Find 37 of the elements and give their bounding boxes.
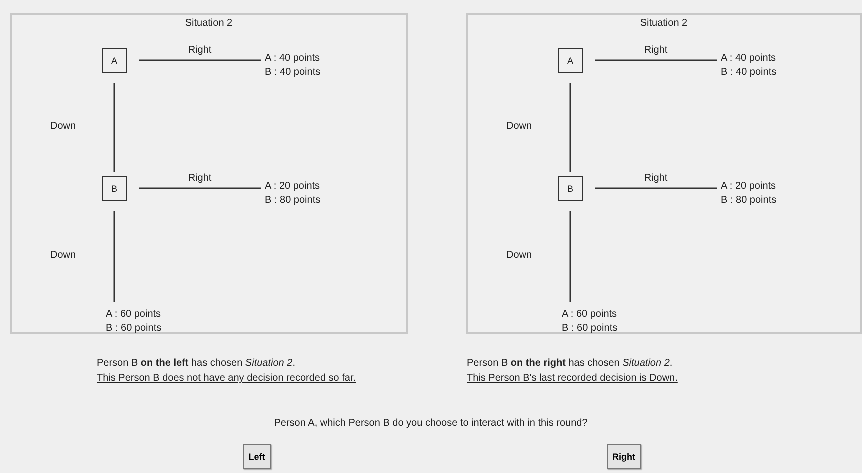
branch-line: [595, 60, 717, 62]
payoff-text: A : 20 points B : 80 points: [265, 180, 321, 208]
edge-label: Right: [644, 44, 668, 56]
branch-line: [139, 60, 261, 62]
edge-label: Right: [188, 44, 212, 56]
edge-label: Down: [50, 250, 76, 260]
choice-button: Left: [243, 444, 271, 469]
branch-line: [595, 188, 717, 190]
player-node-box: B: [558, 176, 583, 201]
payoff-text: A : 60 points B : 60 points: [562, 308, 618, 336]
edge-label: Down: [506, 250, 532, 260]
payoff-text: A : 60 points B : 60 points: [106, 308, 162, 336]
info-text: This Person B does not have any decision recorded so far.: [97, 373, 356, 384]
panel-title: Situation 2: [184, 18, 234, 29]
payoff-text: A : 40 points B : 40 points: [721, 52, 777, 80]
branch-line: [570, 83, 572, 172]
branch-line: [114, 211, 116, 302]
payoff-text: A : 40 points B : 40 points: [265, 52, 321, 80]
branch-line: [114, 83, 116, 172]
branch-line: [139, 188, 261, 190]
edge-label: Down: [50, 120, 76, 132]
edge-label: Down: [506, 120, 532, 132]
branch-line: [570, 211, 572, 302]
payoff-text: A : 20 points B : 80 points: [721, 180, 777, 208]
info-text: Person B on the left has chosen Situation 2.: [97, 358, 296, 369]
player-node-box: A: [558, 48, 583, 73]
player-node-box: B: [102, 176, 127, 201]
question-text: Person A, which Person B do you choose to interact with in this round?: [274, 418, 588, 429]
situation-panel: [10, 13, 408, 334]
info-text: This Person B's last recorded decision is Down.: [467, 373, 678, 384]
situation-panel: [466, 13, 862, 334]
choice-button: Right: [607, 444, 641, 469]
panel-title: Situation 2: [639, 18, 689, 29]
edge-label: Right: [188, 172, 212, 184]
edge-label: Right: [644, 172, 668, 184]
player-node-box: A: [102, 48, 127, 73]
info-text: Person B on the right has chosen Situation 2.: [467, 358, 673, 369]
